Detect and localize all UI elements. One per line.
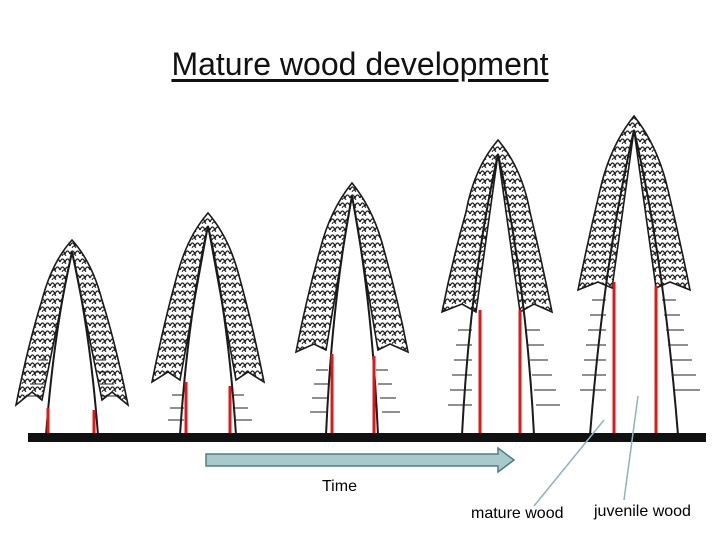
tree-3 (294, 181, 410, 436)
tree-3-branch-hatching (310, 369, 400, 413)
time-arrow (205, 446, 516, 474)
time-label: Time (322, 478, 357, 495)
tree-2-stem-outline (179, 225, 237, 436)
tree-5-branch-hatching (580, 299, 700, 391)
tree-4 (440, 138, 560, 436)
tree-2 (150, 211, 266, 436)
juvenile-wood-pointer (623, 395, 639, 501)
tree-1 (14, 238, 130, 436)
tree-4-branch-hatching (448, 329, 560, 406)
tree-5-stem-outline (589, 129, 679, 436)
tree-1-branch-hatching (26, 359, 118, 397)
page-title: Mature wood development (0, 46, 720, 83)
tree-3-stem-outline (325, 195, 379, 436)
mature-wood-label: mature wood (471, 505, 564, 522)
tree-2-crown (150, 211, 266, 384)
tree-2-branch-hatching (168, 394, 252, 421)
tree-1-stem-outline (45, 251, 99, 436)
mature-wood-pointer (533, 419, 605, 507)
tree-4-crown (440, 138, 554, 314)
tree-1-crown (14, 238, 130, 408)
juvenile-wood-label: juvenile wood (594, 503, 691, 520)
ground-line (28, 433, 706, 442)
tree-5-crown (576, 114, 692, 292)
tree-4-stem-outline (461, 153, 535, 436)
page-title-text: Mature wood development (171, 46, 549, 82)
tree-5 (576, 114, 700, 436)
tree-3-crown (294, 181, 410, 354)
